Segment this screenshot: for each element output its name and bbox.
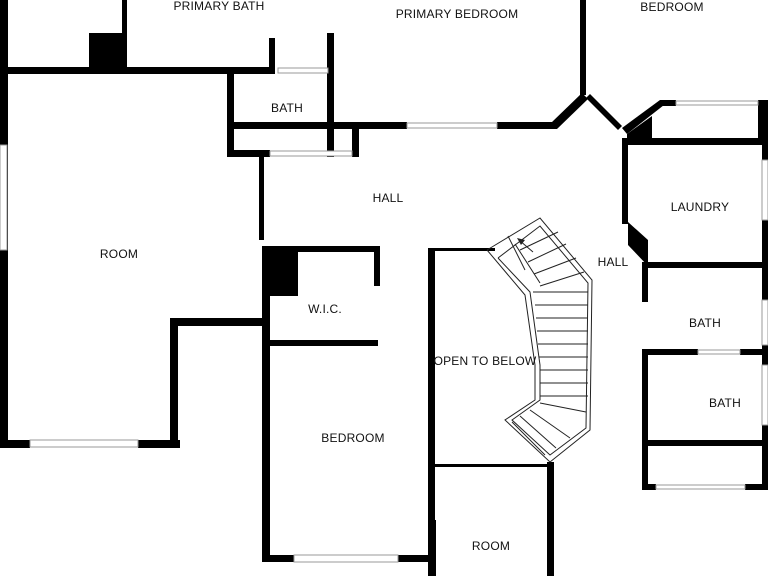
label-open-to-below: OPEN TO BELOW	[434, 354, 537, 368]
label-laundry: LAUNDRY	[671, 200, 730, 214]
label-primary-bedroom: PRIMARY BEDROOM	[396, 7, 519, 21]
label-bath-right-2: BATH	[709, 396, 741, 410]
label-bedroom-top: BEDROOM	[640, 0, 703, 14]
label-bath-upper: BATH	[271, 101, 303, 115]
staircase	[486, 217, 593, 463]
label-bedroom-bottom: BEDROOM	[321, 431, 384, 445]
room-labels: PRIMARY BATH PRIMARY BEDROOM BEDROOM BAT…	[100, 0, 741, 553]
label-bath-right-1: BATH	[689, 316, 721, 330]
windows	[0, 67, 768, 563]
label-room-left: ROOM	[100, 247, 138, 261]
label-primary-bath: PRIMARY BATH	[173, 0, 264, 13]
label-hall-right: HALL	[598, 255, 629, 269]
label-hall-main: HALL	[373, 191, 404, 205]
label-room-bottom: ROOM	[472, 539, 510, 553]
label-wic: W.I.C.	[308, 302, 342, 316]
